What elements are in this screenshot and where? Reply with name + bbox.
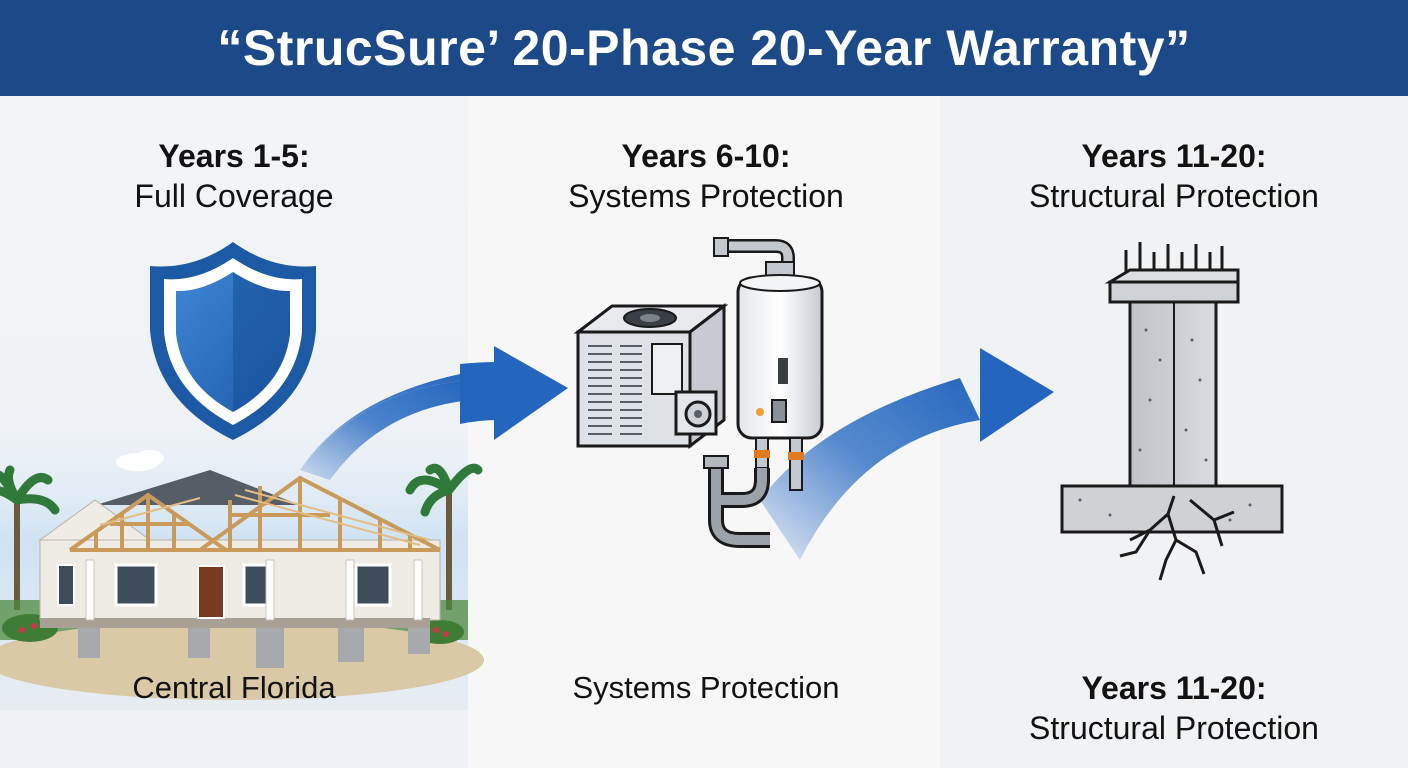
phase-2-label: Years 6-10: Systems Protection	[472, 136, 940, 216]
phase-1-label: Years 1-5: Full Coverage	[0, 136, 468, 216]
house-scene	[0, 400, 484, 710]
phase-1-heading: Years 1-5:	[158, 138, 310, 174]
phase-3-heading: Years 11-20:	[1081, 138, 1267, 174]
page-title: “StrucSure’ 20-Phase 20-Year Warranty”	[217, 20, 1191, 76]
phase-2-heading: Years 6-10:	[621, 138, 791, 174]
shield-icon	[150, 242, 316, 440]
palm-tree-right-icon	[405, 463, 483, 610]
title-banner: “StrucSure’ 20-Phase 20-Year Warranty”	[0, 0, 1408, 96]
phase-3-caption-subtitle: Structural Protection	[1029, 710, 1319, 746]
foundation-column-icon	[1060, 242, 1284, 581]
phase-2-subtitle: Systems Protection	[568, 178, 844, 214]
phase-3-subtitle: Structural Protection	[1029, 178, 1319, 214]
phase-1-caption: Central Florida	[132, 670, 336, 705]
phase-3-caption: Years 11-20: Structural Protection	[940, 668, 1408, 748]
palm-tree-left-icon	[0, 465, 60, 610]
hvac-unit-icon	[573, 302, 729, 450]
arrow-to-phase-3-icon	[760, 348, 1054, 560]
phase-3-label: Years 11-20: Structural Protection	[940, 136, 1408, 216]
water-heater-icon	[703, 237, 824, 548]
phase-3-caption-heading: Years 11-20:	[1081, 670, 1267, 706]
phase-1-subtitle: Full Coverage	[134, 178, 334, 214]
arrow-to-phase-2-icon	[300, 346, 568, 480]
phase-2-caption: Systems Protection	[572, 670, 840, 705]
